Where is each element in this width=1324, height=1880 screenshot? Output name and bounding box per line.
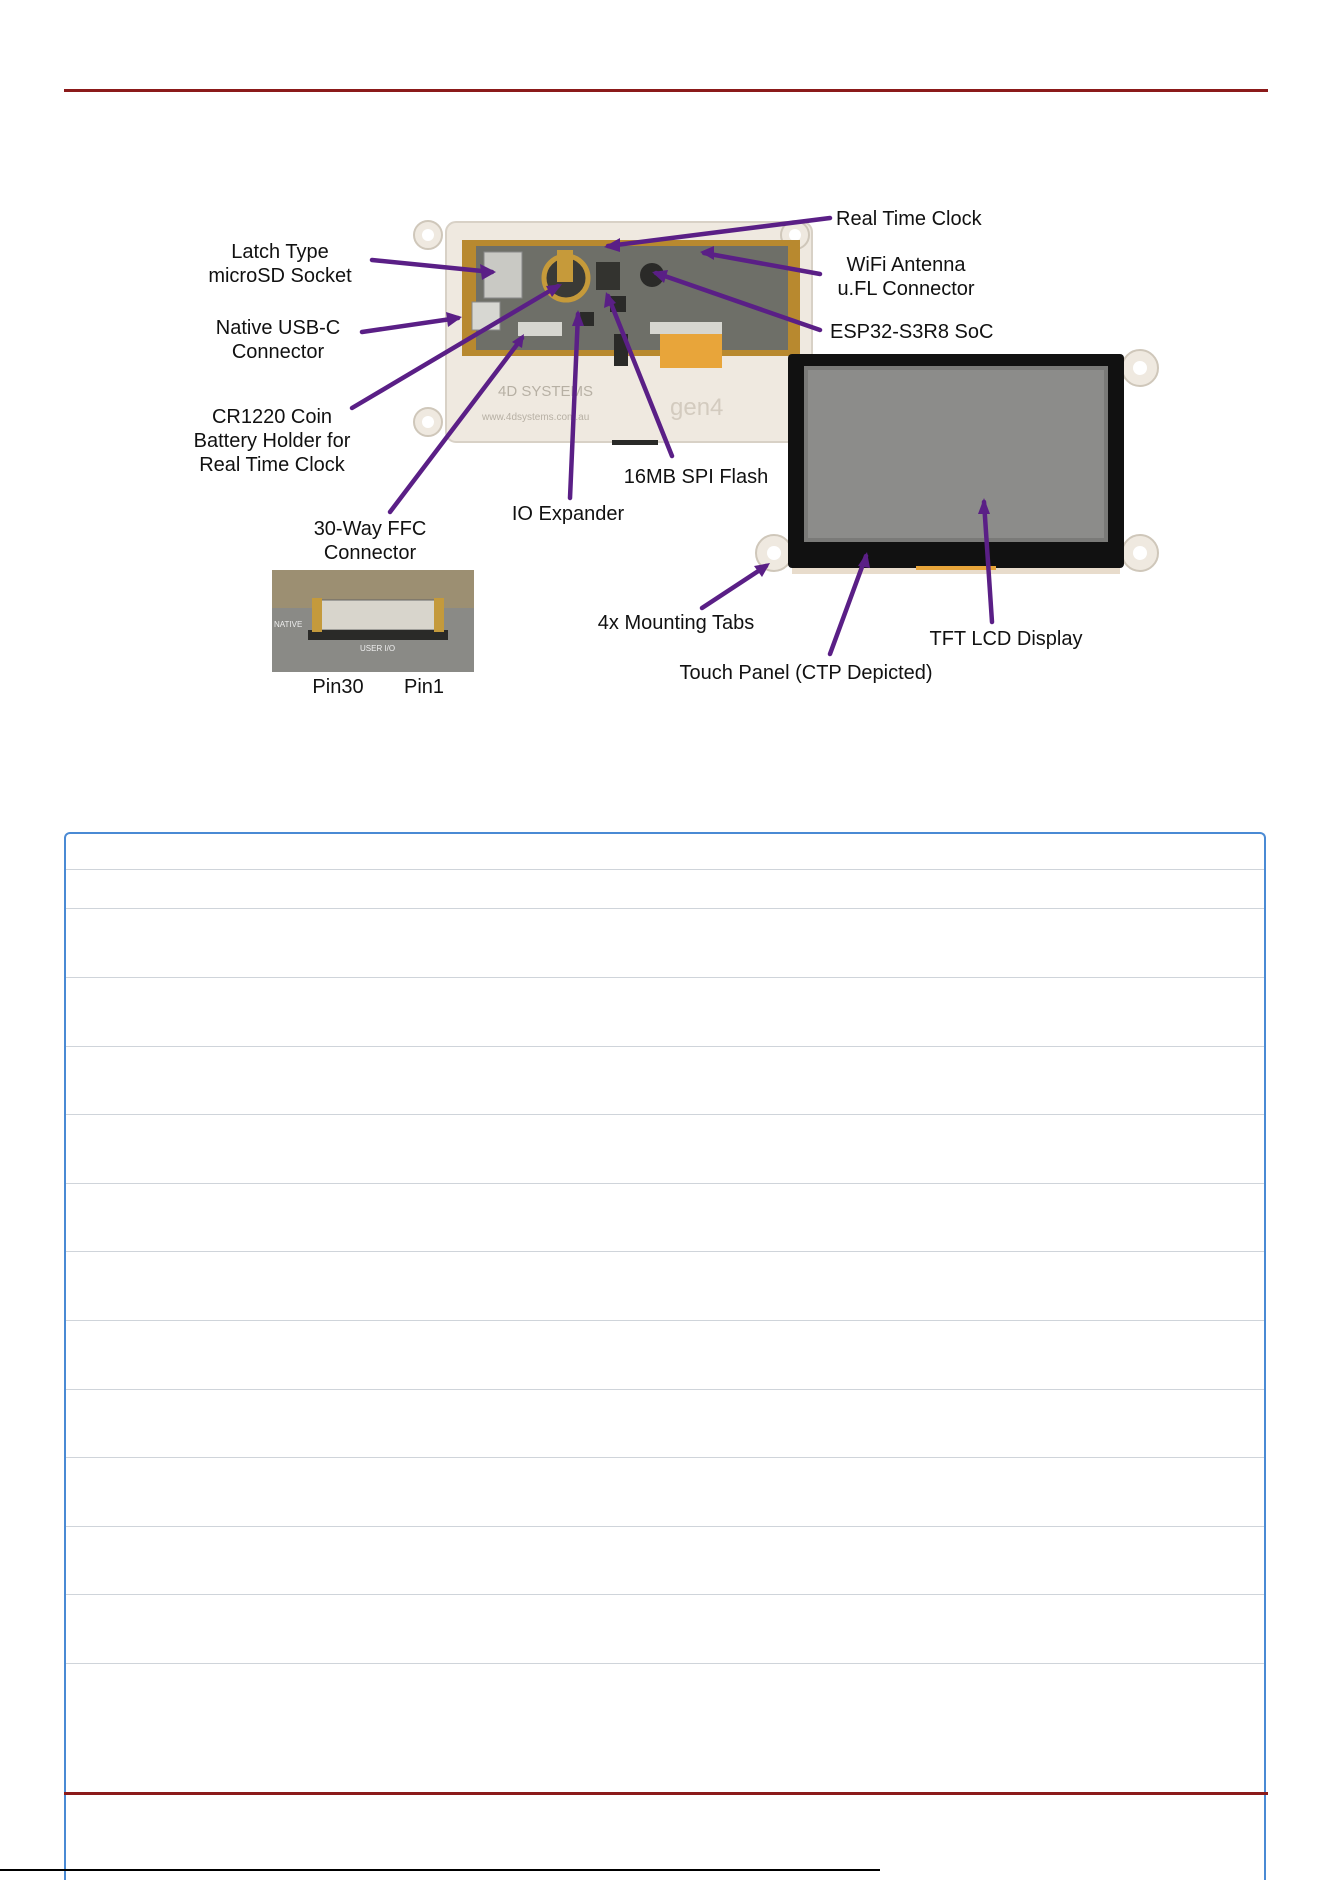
table-row <box>66 1390 1264 1458</box>
table-row <box>66 1458 1264 1527</box>
label-touch-panel: Touch Panel (CTP Depicted) <box>679 662 932 684</box>
label-coin-line2: Battery Holder for <box>194 430 351 452</box>
board-diagram: 4D SYSTEMS www.4dsystems.com.au gen4 NAT… <box>194 208 1159 698</box>
label-coin-line1: CR1220 Coin <box>212 406 332 428</box>
table-subheader-row <box>66 870 1264 909</box>
label-io-expander: IO Expander <box>512 503 625 525</box>
inset-native-text: NATIVE <box>274 620 302 629</box>
table-row <box>66 1252 1264 1321</box>
display-module <box>755 349 1159 574</box>
header-rule <box>64 89 1268 92</box>
board-back-view: 4D SYSTEMS www.4dsystems.com.au gen4 <box>413 220 813 445</box>
label-wifi-line1: WiFi Antenna <box>847 254 967 276</box>
label-rtc: Real Time Clock <box>836 208 983 230</box>
board-url: www.4dsystems.com.au <box>481 412 589 423</box>
label-latch-line2: microSD Socket <box>208 265 352 287</box>
label-usb-line1: Native USB-C <box>216 317 340 339</box>
table-row <box>66 1527 1264 1595</box>
board-gen-logo: gen4 <box>670 394 723 421</box>
label-pin30: Pin30 <box>312 676 363 698</box>
label-soc: ESP32-S3R8 SoC <box>830 321 993 343</box>
inset-user-io-text: USER I/O <box>360 644 395 653</box>
label-spi-flash: 16MB SPI Flash <box>624 466 769 488</box>
table-row <box>66 1047 1264 1115</box>
label-tft-display: TFT LCD Display <box>930 628 1083 650</box>
label-wifi-line2: u.FL Connector <box>837 278 974 300</box>
table-row <box>66 1115 1264 1184</box>
table-row <box>66 1595 1264 1664</box>
table-row <box>66 978 1264 1047</box>
label-coin-line3: Real Time Clock <box>199 454 346 476</box>
label-pin1: Pin1 <box>404 676 444 698</box>
table-row <box>66 1321 1264 1390</box>
table-row <box>66 1184 1264 1252</box>
table-header-row <box>66 834 1264 870</box>
ffc-zoom-inset: NATIVE USER I/O <box>272 570 474 672</box>
label-ffc-line2: Connector <box>324 542 417 564</box>
board-brand: 4D SYSTEMS <box>498 383 593 400</box>
pin-table <box>64 832 1266 1880</box>
footnote-line <box>0 1869 880 1871</box>
table-row <box>66 1664 1264 1733</box>
footer-rule <box>64 1792 1268 1795</box>
callout-arrows <box>349 215 995 657</box>
label-ffc-line1: 30-Way FFC <box>314 518 427 540</box>
label-mounting-tabs: 4x Mounting Tabs <box>598 612 754 634</box>
label-latch-line1: Latch Type <box>231 241 328 263</box>
table-row <box>66 909 1264 978</box>
label-usb-line2: Connector <box>232 341 325 363</box>
